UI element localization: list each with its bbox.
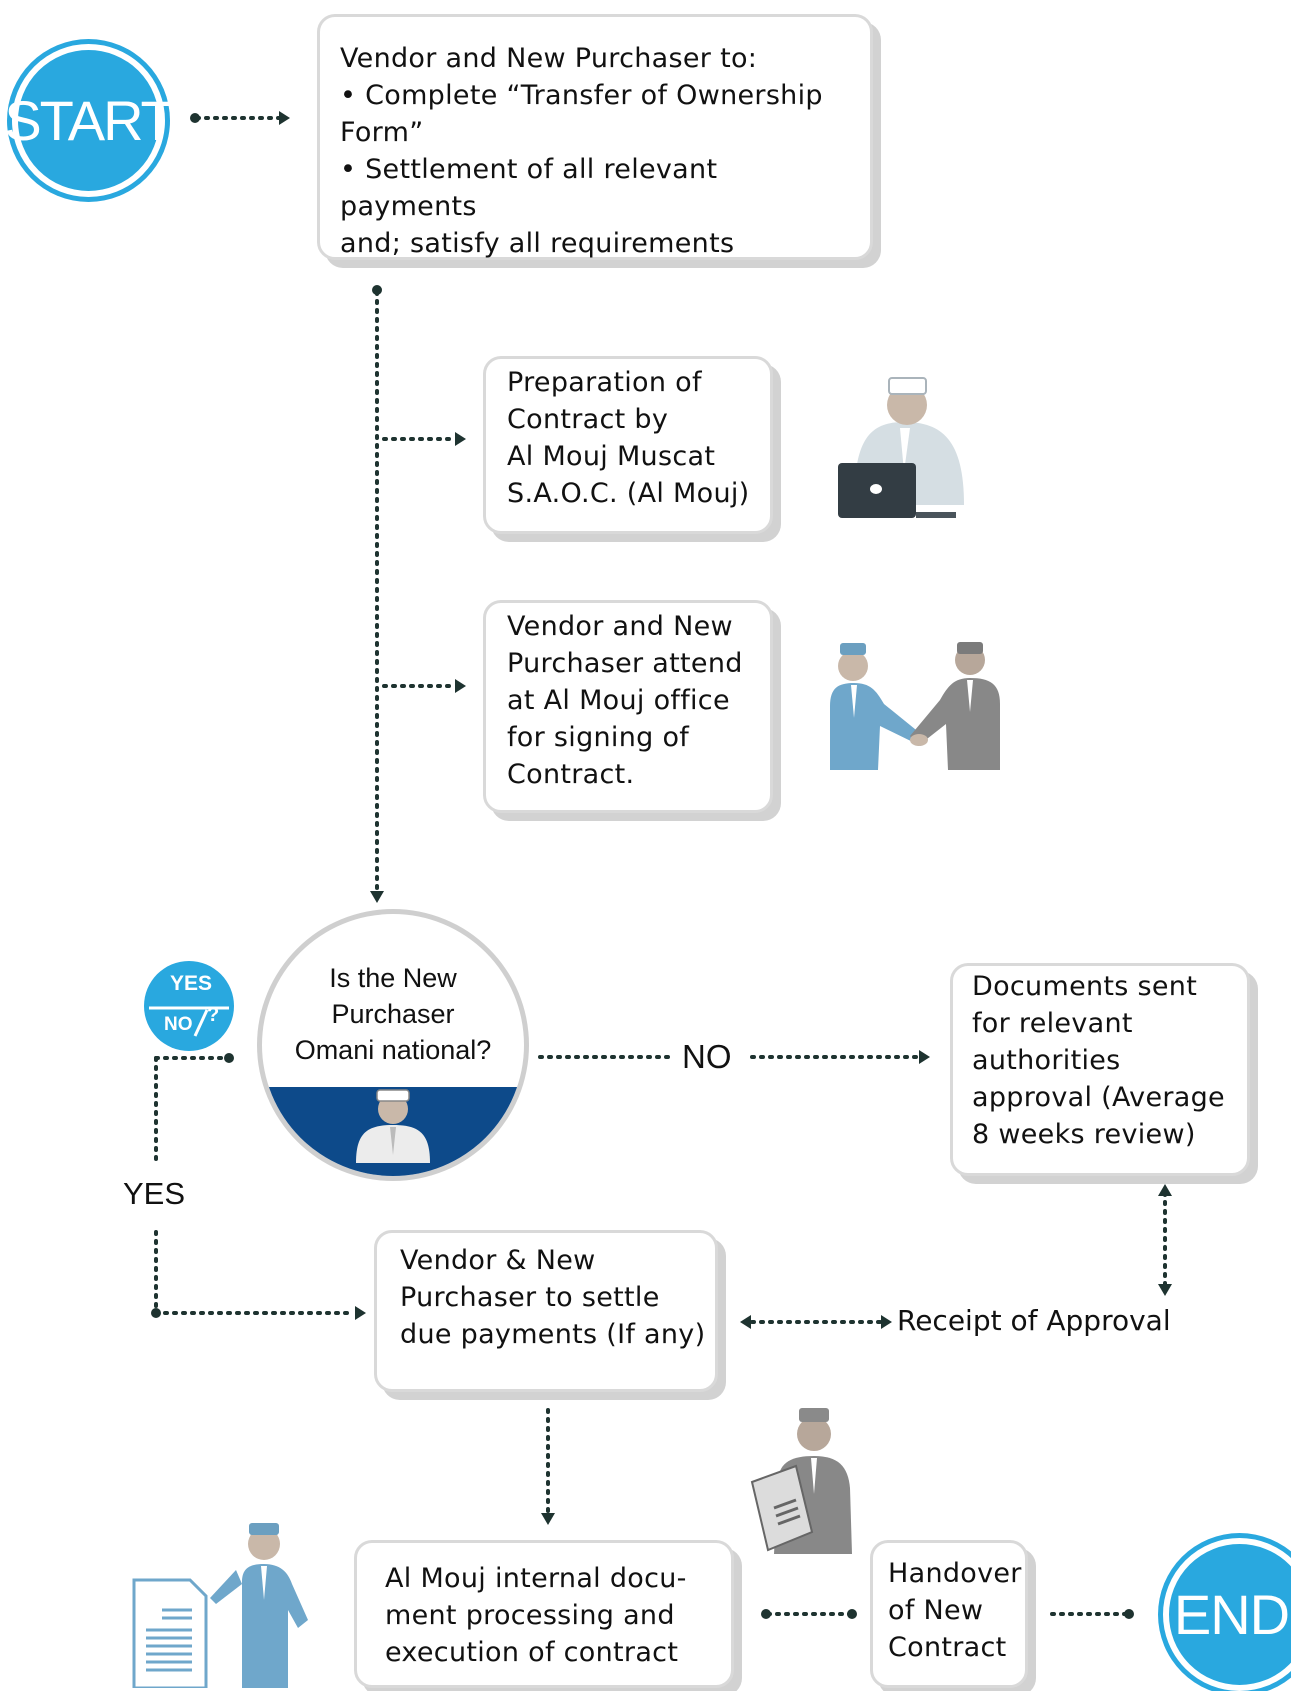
- step-internal-processing-box: [354, 1540, 734, 1688]
- yes-no-badge-icon: [144, 961, 234, 1051]
- step-prepare-contract-box: [483, 356, 773, 534]
- step-attend-signing-box: [483, 600, 773, 813]
- step-complete-forms-box: [317, 14, 873, 260]
- step-authorities-approval-text: Documents sent for relevant authorities …: [972, 971, 1225, 1150]
- step-authorities-approval-box: [950, 963, 1250, 1176]
- step-handover-text: Handover of New Contract: [888, 1558, 1022, 1663]
- step-complete-forms-text: Vendor and New Purchaser to: • Complete …: [340, 43, 823, 259]
- badge-question-text: ?: [207, 1004, 220, 1026]
- person-document-icon: [132, 1523, 308, 1688]
- decision-circle: [257, 909, 529, 1181]
- step-attend-signing-text: Vendor and New Purchaser attend at Al Mo…: [507, 611, 743, 790]
- person-newspaper-icon: [750, 1408, 852, 1554]
- receipt-of-approval-label: Receipt of Approval: [897, 1304, 1171, 1337]
- step-prepare-contract-text: Preparation of Contract by Al Mouj Musca…: [507, 367, 750, 509]
- handshake-icon: [830, 642, 1000, 770]
- step-handover-box: [870, 1540, 1028, 1688]
- no-label: NO: [682, 1038, 732, 1075]
- step-internal-processing-text: Al Mouj internal docu- ment processing a…: [385, 1563, 687, 1668]
- person-laptop-icon: [838, 377, 964, 518]
- badge-no-text: NO: [164, 1014, 193, 1035]
- start-label: START: [4, 89, 174, 152]
- badge-yes-text: YES: [170, 972, 213, 995]
- start-node: START: [4, 44, 175, 197]
- end-label: END: [1173, 1583, 1290, 1646]
- step-settle-payments-box: [374, 1230, 718, 1392]
- end-node: END: [1163, 1538, 1291, 1691]
- yes-label: YES: [123, 1176, 186, 1211]
- step-settle-payments-text: Vendor & New Purchaser to settle due pay…: [400, 1245, 706, 1350]
- decision-question-text: Is the New Purchaser Omani national?: [294, 963, 492, 1065]
